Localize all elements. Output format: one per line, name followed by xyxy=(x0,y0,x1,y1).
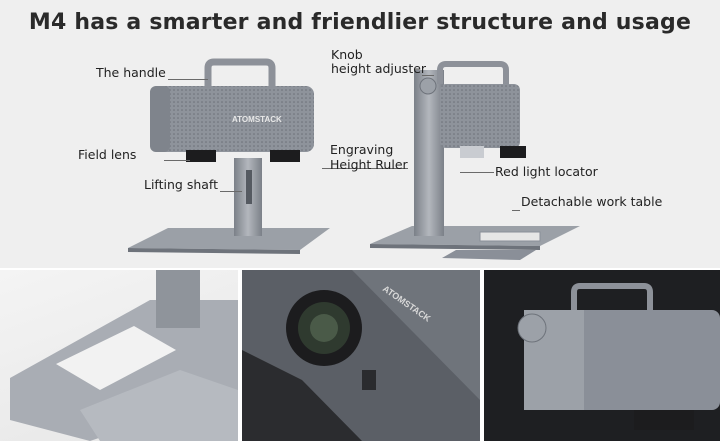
detachable-work-table xyxy=(442,250,536,260)
label-work-table: Detachable work table xyxy=(521,194,663,209)
product-overview-panel: M4 has a smarter and friendlier structur… xyxy=(0,0,720,268)
base-plate-left xyxy=(128,228,330,250)
knob-adjuster xyxy=(419,77,437,95)
height-ruler-column xyxy=(414,70,444,236)
label-ruler-2: Height Ruler xyxy=(330,157,408,172)
field-lens xyxy=(186,150,216,162)
label-knob-2: height adjuster xyxy=(331,61,427,76)
laser-head-body xyxy=(150,86,314,152)
red-light-locator xyxy=(460,146,484,158)
label-handle: The handle xyxy=(96,65,166,80)
label-field-lens: Field lens xyxy=(78,147,137,162)
photo-work-table xyxy=(0,270,238,441)
base-plate-right xyxy=(370,226,580,246)
label-knob-1: Knob xyxy=(331,47,363,62)
device-front-illustration: ATOMSTACK xyxy=(128,58,580,260)
label-ruler-1: Engraving xyxy=(330,142,394,157)
page-title: M4 has a smarter and friendlier structur… xyxy=(28,10,692,35)
photo-field-lens: ATOMSTACK xyxy=(242,270,480,441)
label-red-light: Red light locator xyxy=(495,164,598,179)
photo-head-closeup xyxy=(484,270,720,441)
label-lifting-shaft: Lifting shaft xyxy=(144,177,218,192)
brand-logo: ATOMSTACK xyxy=(232,115,282,124)
